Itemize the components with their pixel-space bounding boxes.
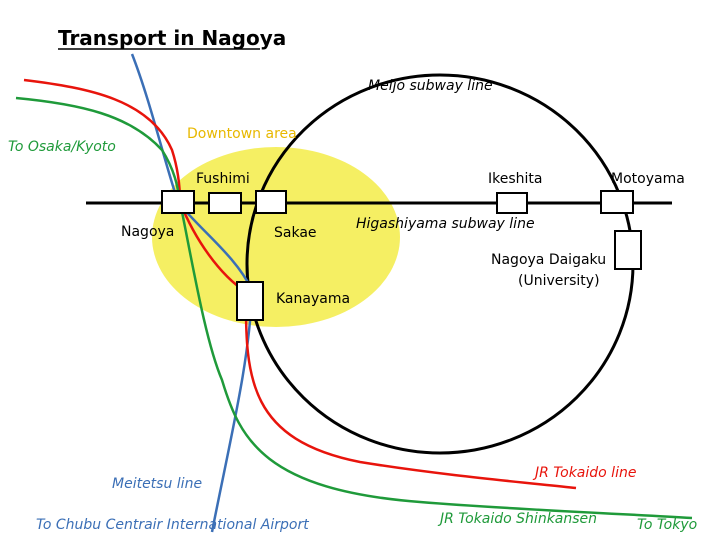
page-title: Transport in Nagoya xyxy=(58,26,286,50)
station-motoyama xyxy=(600,190,634,214)
label-meijo-line: Meijo subway line xyxy=(368,78,493,94)
label-university: (University) xyxy=(518,273,600,289)
label-meitetsu-line: Meitetsu line xyxy=(112,476,202,492)
station-sakae xyxy=(255,190,287,214)
label-to-osaka-kyoto: To Osaka/Kyoto xyxy=(8,139,116,155)
station-fushimi xyxy=(208,192,242,214)
shinkansen-line xyxy=(15,96,693,520)
label-motoyama: Motoyama xyxy=(611,171,685,187)
label-shinkansen: JR Tokaido Shinkansen xyxy=(437,511,597,527)
label-sakae: Sakae xyxy=(274,225,317,241)
label-fushimi: Fushimi xyxy=(196,171,250,187)
label-nagoya: Nagoya xyxy=(121,224,174,240)
label-to-airport: To Chubu Centrair International Airport xyxy=(36,517,309,533)
station-nagoya xyxy=(161,190,195,214)
station-ikeshita xyxy=(496,192,528,214)
label-jr-tokaido-line: JR Tokaido line xyxy=(532,465,636,481)
label-ikeshita: Ikeshita xyxy=(488,171,542,187)
label-higashiyama-line: Higashiyama subway line xyxy=(356,216,535,232)
station-kanayama xyxy=(236,281,264,321)
label-to-tokyo: To Tokyo xyxy=(637,517,697,533)
meitetsu-line xyxy=(130,53,254,533)
label-kanayama: Kanayama xyxy=(276,291,350,307)
downtown-area-label: Downtown area xyxy=(187,126,297,142)
station-nagoya-daigaku xyxy=(614,230,642,270)
label-nagoya-daigaku: Nagoya Daigaku xyxy=(491,252,606,268)
